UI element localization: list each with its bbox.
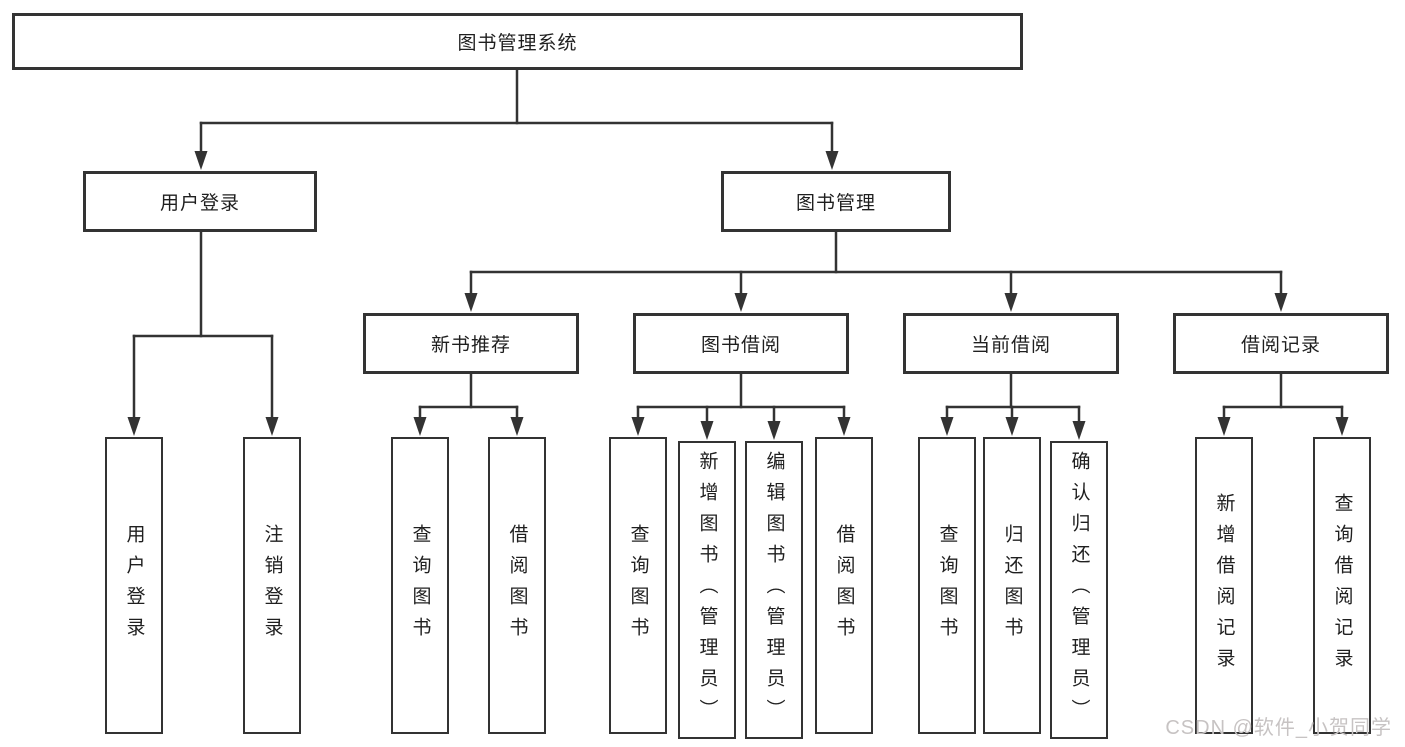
node-borrow-records: 借阅记录 [1173,313,1389,374]
csdn-watermark: CSDN @软件_小贺同学 [1165,717,1392,739]
leaf-current-query-books: 查询图书 [918,437,976,734]
leaf-records-query-record-label: 查询借阅记录 [1331,492,1353,679]
leaf-current-return-books: 归还图书 [983,437,1041,734]
node-new-book-recommend: 新书推荐 [363,313,579,374]
leaf-records-add-record-label: 新增借阅记录 [1213,492,1235,679]
node-book-management: 图书管理 [721,171,951,232]
leaf-newbooks-query-books: 查询图书 [391,437,449,734]
node-root-library-system: 图书管理系统 [12,13,1023,70]
leaf-current-confirm-return-admin: 确认归还（管理员） [1050,441,1108,739]
leaf-borrow-borrow-books-label: 借阅图书 [833,523,855,648]
leaf-records-add-record: 新增借阅记录 [1195,437,1253,734]
leaf-current-return-books-label: 归还图书 [1001,523,1023,648]
node-user-login: 用户登录 [83,171,317,232]
leaf-user-login-label: 用户登录 [123,523,145,648]
leaf-borrow-edit-book-admin-label: 编辑图书（管理员） [763,450,785,730]
leaf-logout-label: 注销登录 [261,523,283,648]
leaf-borrow-query-books-label: 查询图书 [627,523,649,648]
leaf-current-query-books-label: 查询图书 [936,523,958,648]
leaf-records-query-record: 查询借阅记录 [1313,437,1371,734]
leaf-borrow-add-book-admin-label: 新增图书（管理员） [696,450,718,730]
node-book-borrow: 图书借阅 [633,313,849,374]
leaf-user-login: 用户登录 [105,437,163,734]
leaf-logout: 注销登录 [243,437,301,734]
leaf-borrow-add-book-admin: 新增图书（管理员） [678,441,736,739]
leaf-borrow-edit-book-admin: 编辑图书（管理员） [745,441,803,739]
leaf-newbooks-borrow-books-label: 借阅图书 [506,523,528,648]
leaf-current-confirm-return-admin-label: 确认归还（管理员） [1068,450,1090,730]
leaf-borrow-query-books: 查询图书 [609,437,667,734]
arrowheads [127,151,1349,440]
leaf-newbooks-query-books-label: 查询图书 [409,523,431,648]
leaf-borrow-borrow-books: 借阅图书 [815,437,873,734]
node-current-borrow: 当前借阅 [903,313,1119,374]
leaf-newbooks-borrow-books: 借阅图书 [488,437,546,734]
